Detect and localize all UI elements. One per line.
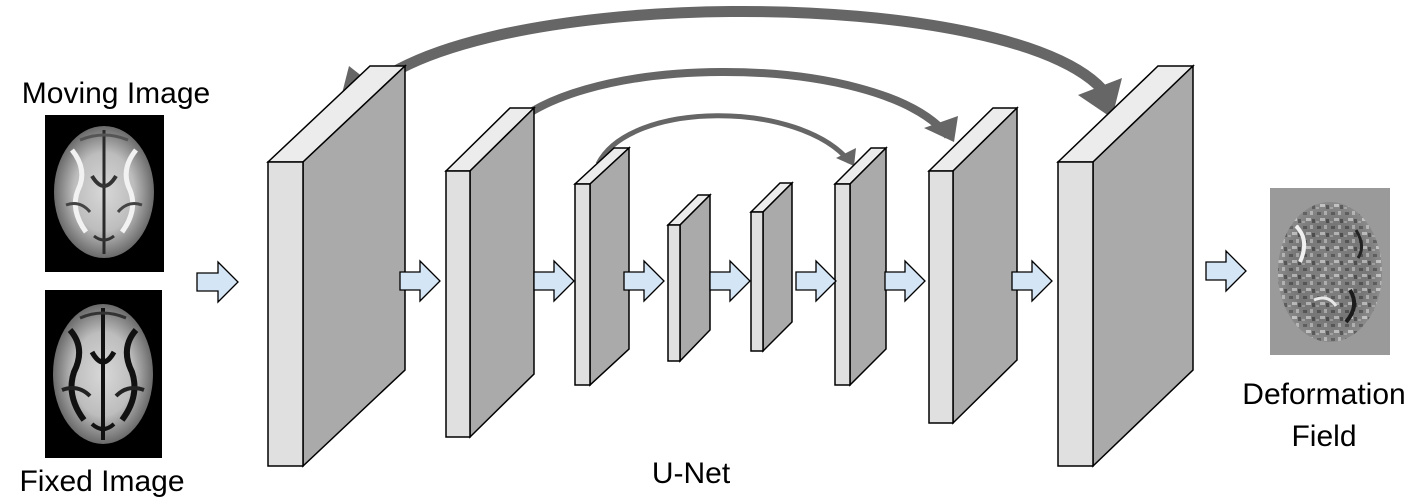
flow-arrow-2 [533,259,575,303]
flow-arrow-6 [884,259,926,303]
flow-arrow-input [196,260,239,304]
flow-arrow-7 [1011,259,1053,303]
deformation-field-thumbnail [1270,188,1390,355]
deformation-field-label-line1: Deformation [1242,378,1405,411]
unet-label: U-Net [652,457,731,490]
decoder-block-2 [927,106,1019,425]
skip-connection-inner [595,113,856,166]
bottleneck-block-1 [666,193,712,363]
skip-connection-outer [336,5,1122,118]
encoder-block-2 [444,106,536,439]
fixed-image-label: Fixed Image [19,465,184,498]
decoder-block-1 [833,146,888,387]
encoder-block-3 [573,146,631,387]
moving-image-thumbnail [45,115,164,272]
decoder-block-3 [1056,64,1195,468]
bottleneck-block-2 [749,181,794,353]
encoder-block-1 [266,64,407,468]
moving-image-label: Moving Image [22,77,210,110]
flow-arrow-1 [399,259,441,303]
flow-arrow-output [1205,249,1247,293]
deformation-field-label-line2: Field [1291,420,1356,453]
fixed-image-thumbnail [45,290,162,458]
flow-arrow-3 [623,259,665,303]
deformation-field-icon [1278,202,1382,342]
skip-connection-middle [491,68,958,143]
flow-arrow-4 [709,259,751,303]
flow-arrow-5 [795,259,837,303]
brain-scan-icon [53,304,153,444]
brain-scan-icon [54,126,154,258]
